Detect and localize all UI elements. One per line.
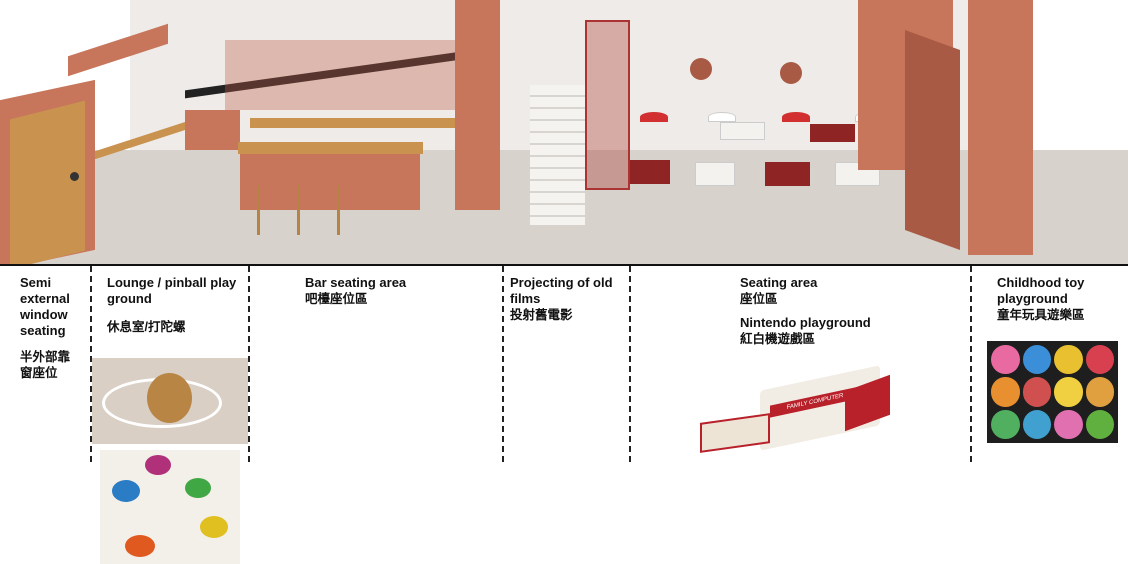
spinning-top [125, 535, 155, 557]
card [991, 377, 1020, 407]
zone-divider [248, 266, 250, 462]
bar-top-back [250, 118, 460, 128]
spinning-top-photo [92, 358, 248, 444]
zone-label-en: Childhood toy playground [997, 275, 1085, 306]
zone-label-en: Bar seating area [305, 275, 407, 290]
colorful-tops-photo [100, 450, 240, 564]
zone-label-en: Semi external window seating [20, 275, 70, 338]
zone-label-zh: 童年玩具遊樂區 [997, 308, 1085, 322]
zone-films: Projecting of old films 投射舊電影 [510, 275, 625, 323]
card [1054, 377, 1083, 407]
spinning-top [112, 480, 140, 502]
interior-render [0, 0, 1128, 264]
entrance-door [905, 29, 960, 251]
card [1085, 409, 1114, 439]
zone-label-zh: 半外部靠窗座位 [20, 350, 71, 380]
red-table [765, 162, 810, 186]
column [455, 0, 500, 210]
spinning-top [145, 455, 171, 475]
famicom-photo: FAMILY COMPUTER [685, 358, 895, 458]
card [991, 409, 1020, 439]
spinning-top [200, 516, 228, 538]
pendant-lamp [708, 112, 736, 122]
zone-divider [629, 266, 631, 462]
porthole-window [690, 58, 712, 80]
card [1022, 377, 1051, 407]
zone-label-zh: 座位區 [740, 292, 778, 306]
lounge-sofa [185, 110, 240, 150]
zone-label-zh: 休息室/打陀螺 [107, 320, 186, 334]
card [1054, 409, 1083, 439]
zone-seating: Seating area 座位區 Nintendo playground 紅白機… [740, 275, 871, 347]
pendant-lamp [782, 112, 810, 122]
zone-label-en: Projecting of old films [510, 275, 613, 306]
pendant-lamp [640, 112, 668, 122]
bar-top [238, 142, 423, 154]
zone-divider [90, 266, 92, 462]
zone-baseline [0, 264, 1128, 266]
card [1054, 345, 1083, 375]
zone-label-en: Lounge / pinball play ground [107, 275, 237, 306]
mesh-screen [225, 40, 465, 110]
porthole-window [780, 62, 802, 84]
zone-divider [502, 266, 504, 462]
bar-stools [245, 185, 355, 235]
white-table [720, 122, 765, 140]
card [1022, 345, 1051, 375]
right-column [968, 0, 1033, 255]
door-knob [70, 172, 79, 181]
zone-label-zh: 投射舊電影 [510, 308, 573, 322]
staircase [530, 85, 585, 225]
zone-label-zh: 吧檯座位區 [305, 292, 368, 306]
wood-door [10, 100, 85, 264]
zone-lounge: Lounge / pinball play ground 休息室/打陀螺 [107, 275, 247, 335]
card [1085, 345, 1114, 375]
toy-cards-photo [987, 341, 1118, 443]
zone-bar: Bar seating area 吧檯座位區 [305, 275, 406, 307]
card [991, 345, 1020, 375]
red-table [630, 160, 670, 184]
zone-label-en: Seating area [740, 275, 818, 290]
card [1022, 409, 1051, 439]
wooden-top [147, 373, 192, 423]
white-table [695, 162, 735, 186]
stair-rail [585, 20, 630, 190]
red-table [810, 124, 855, 142]
zone-semi-external: Semi external window seating 半外部靠窗座位 [20, 275, 82, 381]
card [1085, 377, 1114, 407]
zone-toys: Childhood toy playground 童年玩具遊樂區 [997, 275, 1117, 323]
zone-divider [970, 266, 972, 462]
zone-label-en: Nintendo playground [740, 315, 871, 330]
zone-label-zh: 紅白機遊戲區 [740, 332, 816, 346]
spinning-top [185, 478, 211, 498]
